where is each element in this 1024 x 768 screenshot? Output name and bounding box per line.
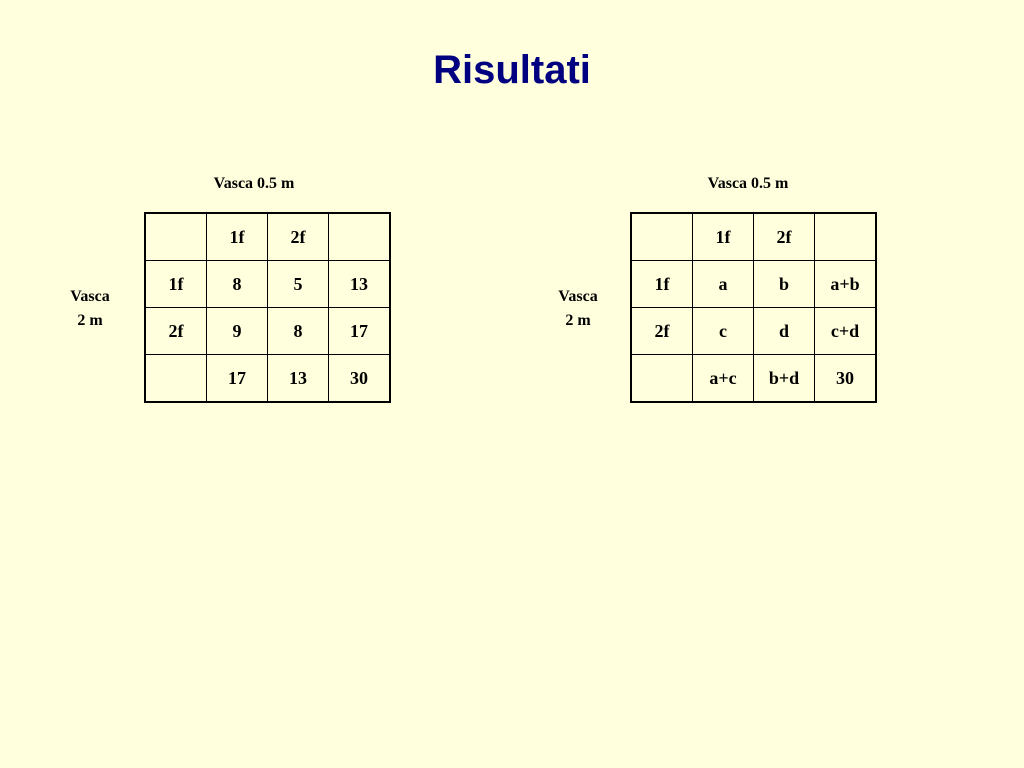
table-cell	[144, 354, 207, 403]
table-cell	[328, 212, 391, 261]
table-cell: b	[753, 260, 815, 308]
table-row: a+c b+d 30	[630, 354, 877, 403]
table-cell: 13	[267, 354, 329, 403]
table-cell	[814, 212, 877, 261]
table-cell: 2f	[753, 212, 815, 261]
left-contingency-table: 1f 2f 1f 8 5 13 2f 9 8 17 17 13 30	[144, 212, 391, 403]
table-cell: 2f	[267, 212, 329, 261]
table-row: 17 13 30	[144, 354, 391, 403]
table-cell: 13	[328, 260, 391, 308]
table-cell	[630, 212, 693, 261]
slide-title: Risultati	[433, 48, 591, 92]
table-row: 2f 9 8 17	[144, 307, 391, 355]
table-cell: 30	[328, 354, 391, 403]
table-row: 1f 8 5 13	[144, 260, 391, 308]
table-cell: 2f	[144, 307, 207, 355]
table-row: 1f a b a+b	[630, 260, 877, 308]
left-row-header-label: Vasca 2 m	[50, 285, 130, 333]
table-cell: 8	[206, 260, 268, 308]
table-cell: 17	[328, 307, 391, 355]
left-column-header-label: Vasca 0.5 m	[213, 175, 295, 192]
left-row-header-line-1: Vasca	[70, 288, 110, 305]
left-row-header-line-2: 2 m	[77, 312, 103, 329]
right-row-header-line-1: Vasca	[558, 288, 598, 305]
table-row: 1f 2f	[630, 212, 877, 261]
table-cell: 5	[267, 260, 329, 308]
table-cell	[630, 354, 693, 403]
table-cell: 8	[267, 307, 329, 355]
table-cell: 9	[206, 307, 268, 355]
table-cell	[144, 212, 207, 261]
table-cell: 1f	[144, 260, 207, 308]
table-cell: 1f	[630, 260, 693, 308]
table-cell: 1f	[206, 212, 268, 261]
table-cell: d	[753, 307, 815, 355]
table-cell: 17	[206, 354, 268, 403]
right-column-header-label: Vasca 0.5 m	[707, 175, 789, 192]
table-row: 1f 2f	[144, 212, 391, 261]
right-contingency-table: 1f 2f 1f a b a+b 2f c d c+d a+c b+d 30	[630, 212, 877, 403]
table-cell: a+c	[692, 354, 754, 403]
right-row-header-line-2: 2 m	[565, 312, 591, 329]
table-cell: c	[692, 307, 754, 355]
table-cell: a	[692, 260, 754, 308]
table-row: 2f c d c+d	[630, 307, 877, 355]
right-row-header-label: Vasca 2 m	[538, 285, 618, 333]
table-cell: 30	[814, 354, 877, 403]
table-cell: a+b	[814, 260, 877, 308]
table-cell: 1f	[692, 212, 754, 261]
table-cell: b+d	[753, 354, 815, 403]
table-cell: 2f	[630, 307, 693, 355]
table-cell: c+d	[814, 307, 877, 355]
